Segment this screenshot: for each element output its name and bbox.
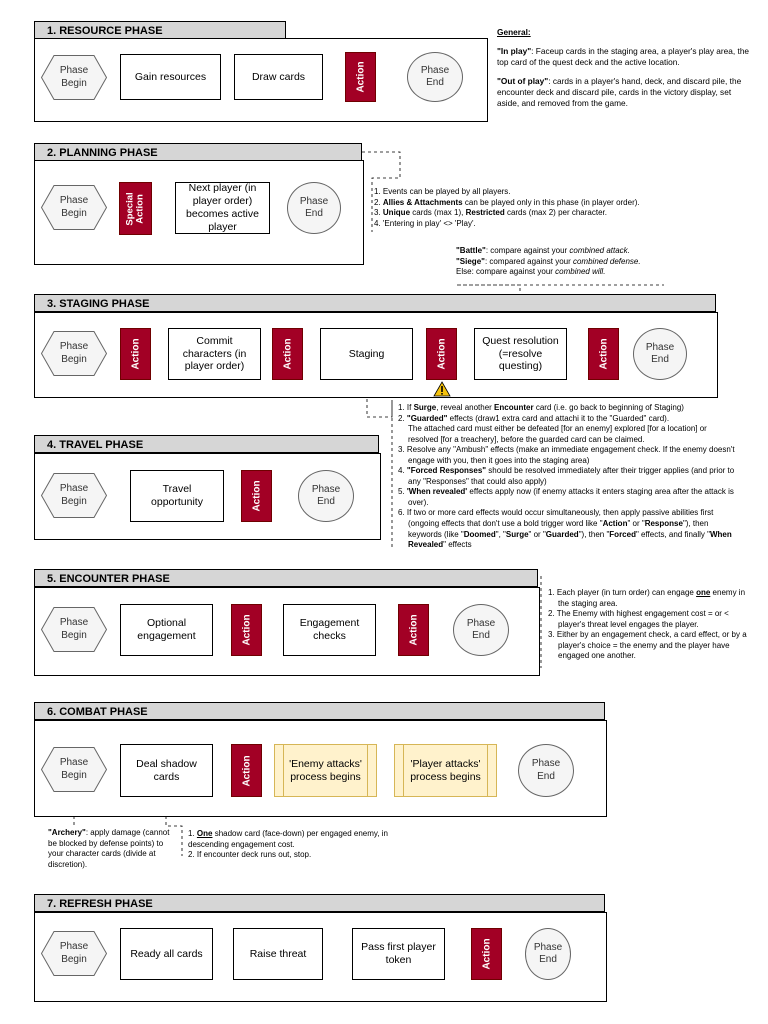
- optional-engagement-step: Optional engagement: [120, 604, 213, 656]
- general-title: General:: [497, 27, 531, 37]
- travel-phase-end: Phase End: [298, 470, 354, 522]
- siege-note: "Siege": compared against your combined …: [456, 256, 641, 266]
- refresh-phase-begin: Phase Begin: [41, 931, 107, 976]
- staging-phase-begin: Phase Begin: [41, 331, 107, 376]
- staging-phase-end: Phase End: [633, 328, 687, 380]
- action-window: Action: [241, 470, 272, 522]
- refresh-phase-end: Phase End: [525, 928, 571, 980]
- action-window: Action: [231, 744, 262, 797]
- gain-resources-step: Gain resources: [120, 54, 221, 100]
- player-attacks-step: 'Player attacks' process begins: [394, 744, 497, 797]
- planning-phase-title: 2. PLANNING PHASE: [34, 143, 362, 161]
- resource-phase-end: Phase End: [407, 52, 463, 102]
- action-window: Action: [398, 604, 429, 656]
- action-window: Action: [471, 928, 502, 980]
- raise-threat-step: Raise threat: [233, 928, 323, 980]
- encounter-note-3: 3. Either by an engagement check, a card…: [548, 630, 747, 661]
- resource-phase-title: 1. RESOURCE PHASE: [34, 21, 286, 39]
- next-player-step: Next player (in player order) becomes ac…: [175, 182, 270, 234]
- ready-all-cards-step: Ready all cards: [120, 928, 213, 980]
- planning-note-3: 3. Unique cards (max 1), Restricted card…: [374, 208, 607, 218]
- phase-begin-label: Phase Begin: [59, 195, 89, 219]
- combat-phase-end: Phase End: [518, 744, 574, 797]
- staging-note-3: 3. Resolve any "Ambush" effects (make an…: [398, 445, 735, 465]
- combat-phase-title: 6. COMBAT PHASE: [34, 702, 605, 720]
- deal-shadow-cards-step: Deal shadow cards: [120, 744, 213, 797]
- planning-note-2: 2. Allies & Attachments can be played on…: [374, 197, 640, 207]
- encounter-note-1: 1. Each player (in turn order) can engag…: [548, 588, 746, 608]
- travel-opportunity-step: Travel opportunity: [130, 470, 224, 522]
- quest-resolution-notes: "Battle": compare against your combined …: [456, 246, 756, 278]
- commit-characters-step: Commit characters (in player order): [168, 328, 261, 380]
- staging-step: Staging: [320, 328, 413, 380]
- enemy-attacks-step: 'Enemy attacks' process begins: [274, 744, 377, 797]
- planning-phase-begin: Phase Begin: [41, 185, 107, 230]
- action-window: Action: [272, 328, 303, 380]
- phase-begin-label: Phase Begin: [59, 483, 89, 507]
- phase-begin-label: Phase Begin: [59, 757, 89, 781]
- staging-note-4: 4. "Forced Responses" should be resolved…: [398, 466, 735, 486]
- shadow-note-1: 1. One shadow card (face-down) per engag…: [188, 829, 388, 849]
- special-action-window: Special Action: [119, 182, 152, 235]
- warning-icon: [433, 381, 451, 397]
- staging-note-5: 5. 'When revealed' effects apply now (if…: [398, 487, 734, 507]
- shadow-note-2: 2. If encounter deck runs out, stop.: [188, 850, 312, 860]
- staging-note-1: 1. If Surge, reveal another Encounter ca…: [398, 403, 684, 412]
- action-window: Action: [120, 328, 151, 380]
- encounter-phase-end: Phase End: [453, 604, 509, 656]
- planning-note-1: 1. Events can be played by all players.: [374, 187, 511, 196]
- quest-resolution-step: Quest resolution (=resolve questing): [474, 328, 567, 380]
- else-note: Else: compare against your combined will…: [456, 267, 606, 277]
- engagement-checks-step: Engagement checks: [283, 604, 376, 656]
- encounter-phase-title: 5. ENCOUNTER PHASE: [34, 569, 538, 587]
- planning-phase-end: Phase End: [287, 182, 341, 234]
- action-window: Action: [588, 328, 619, 380]
- encounter-phase-begin: Phase Begin: [41, 607, 107, 652]
- action-window: Action: [231, 604, 262, 656]
- planning-note-4: 4. 'Entering in play' <> 'Play'.: [374, 218, 476, 228]
- encounter-notes: 1. Each player (in turn order) can engag…: [548, 588, 748, 662]
- planning-notes: 1. Events can be played by all players. …: [374, 187, 704, 229]
- phase-begin-label: Phase Begin: [59, 65, 89, 89]
- combat-phase-begin: Phase Begin: [41, 747, 107, 792]
- archery-note: "Archery": apply damage (cannot be block…: [48, 828, 170, 869]
- resource-phase-begin: Phase Begin: [41, 55, 107, 100]
- action-window: Action: [426, 328, 457, 380]
- battle-note: "Battle": compare against your combined …: [456, 246, 630, 255]
- general-notes: General: "In play": Faceup cards in the …: [497, 27, 752, 117]
- staging-note-6: 6. If two or more card effects would occ…: [398, 508, 732, 550]
- out-of-play-definition: "Out of play": cards in a player's hand,…: [497, 75, 742, 108]
- phase-begin-label: Phase Begin: [59, 941, 89, 965]
- phase-begin-label: Phase Begin: [59, 341, 89, 365]
- staging-phase-title: 3. STAGING PHASE: [34, 294, 716, 312]
- action-window: Action: [345, 52, 376, 102]
- draw-cards-step: Draw cards: [234, 54, 323, 100]
- staging-notes: 1. If Surge, reveal another Encounter ca…: [398, 403, 738, 551]
- travel-phase-begin: Phase Begin: [41, 473, 107, 518]
- phase-begin-label: Phase Begin: [59, 617, 89, 641]
- staging-note-2: 2. "Guarded" effects (draw1 extra card a…: [398, 413, 707, 444]
- encounter-note-2: 2. The Enemy with highest engagement cos…: [548, 609, 729, 629]
- in-play-definition: "In play": Faceup cards in the staging a…: [497, 45, 750, 67]
- shadow-cards-notes: 1. One shadow card (face-down) per engag…: [188, 829, 408, 861]
- travel-phase-title: 4. TRAVEL PHASE: [34, 435, 379, 453]
- refresh-phase-title: 7. REFRESH PHASE: [34, 894, 605, 912]
- pass-first-player-token-step: Pass first player token: [352, 928, 445, 980]
